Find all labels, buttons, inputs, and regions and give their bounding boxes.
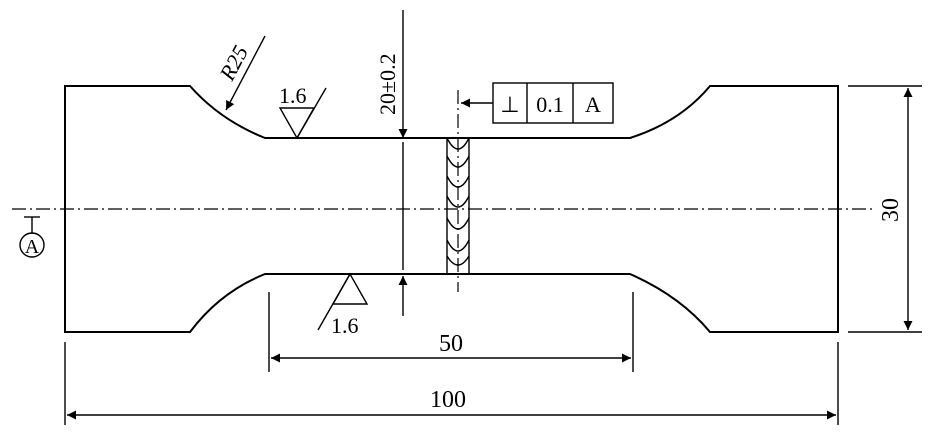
thickness-label: 20±0.2 (375, 53, 400, 115)
tolerance-symbol: ⊥ (500, 92, 519, 117)
datum-marker-label: A (25, 236, 40, 258)
thickness-dimension: 20±0.2 (375, 10, 408, 316)
total-length-dimension: 100 (67, 387, 836, 420)
tolerance-value: 0.1 (536, 92, 564, 117)
roughness-symbol-bottom: 1.6 (317, 272, 369, 338)
total-width-label: 30 (878, 198, 904, 222)
total-length-label: 100 (430, 387, 466, 413)
specimen-outline (64, 85, 839, 333)
datum-marker: A (19, 216, 45, 258)
tolerance-datum: A (585, 92, 601, 117)
radius-label: R25 (214, 41, 253, 85)
gauge-length-label: 50 (439, 331, 463, 357)
gauge-length-dimension: 50 (271, 331, 631, 363)
roughness-symbol-top: 1.6 (278, 83, 327, 140)
roughness-bottom-label: 1.6 (331, 313, 359, 338)
roughness-top-label: 1.6 (279, 83, 307, 108)
perpendicularity-frame: ⊥ 0.1 A (461, 82, 614, 124)
radius-callout: R25 (214, 35, 266, 111)
total-width-dimension: 30 (878, 88, 913, 330)
